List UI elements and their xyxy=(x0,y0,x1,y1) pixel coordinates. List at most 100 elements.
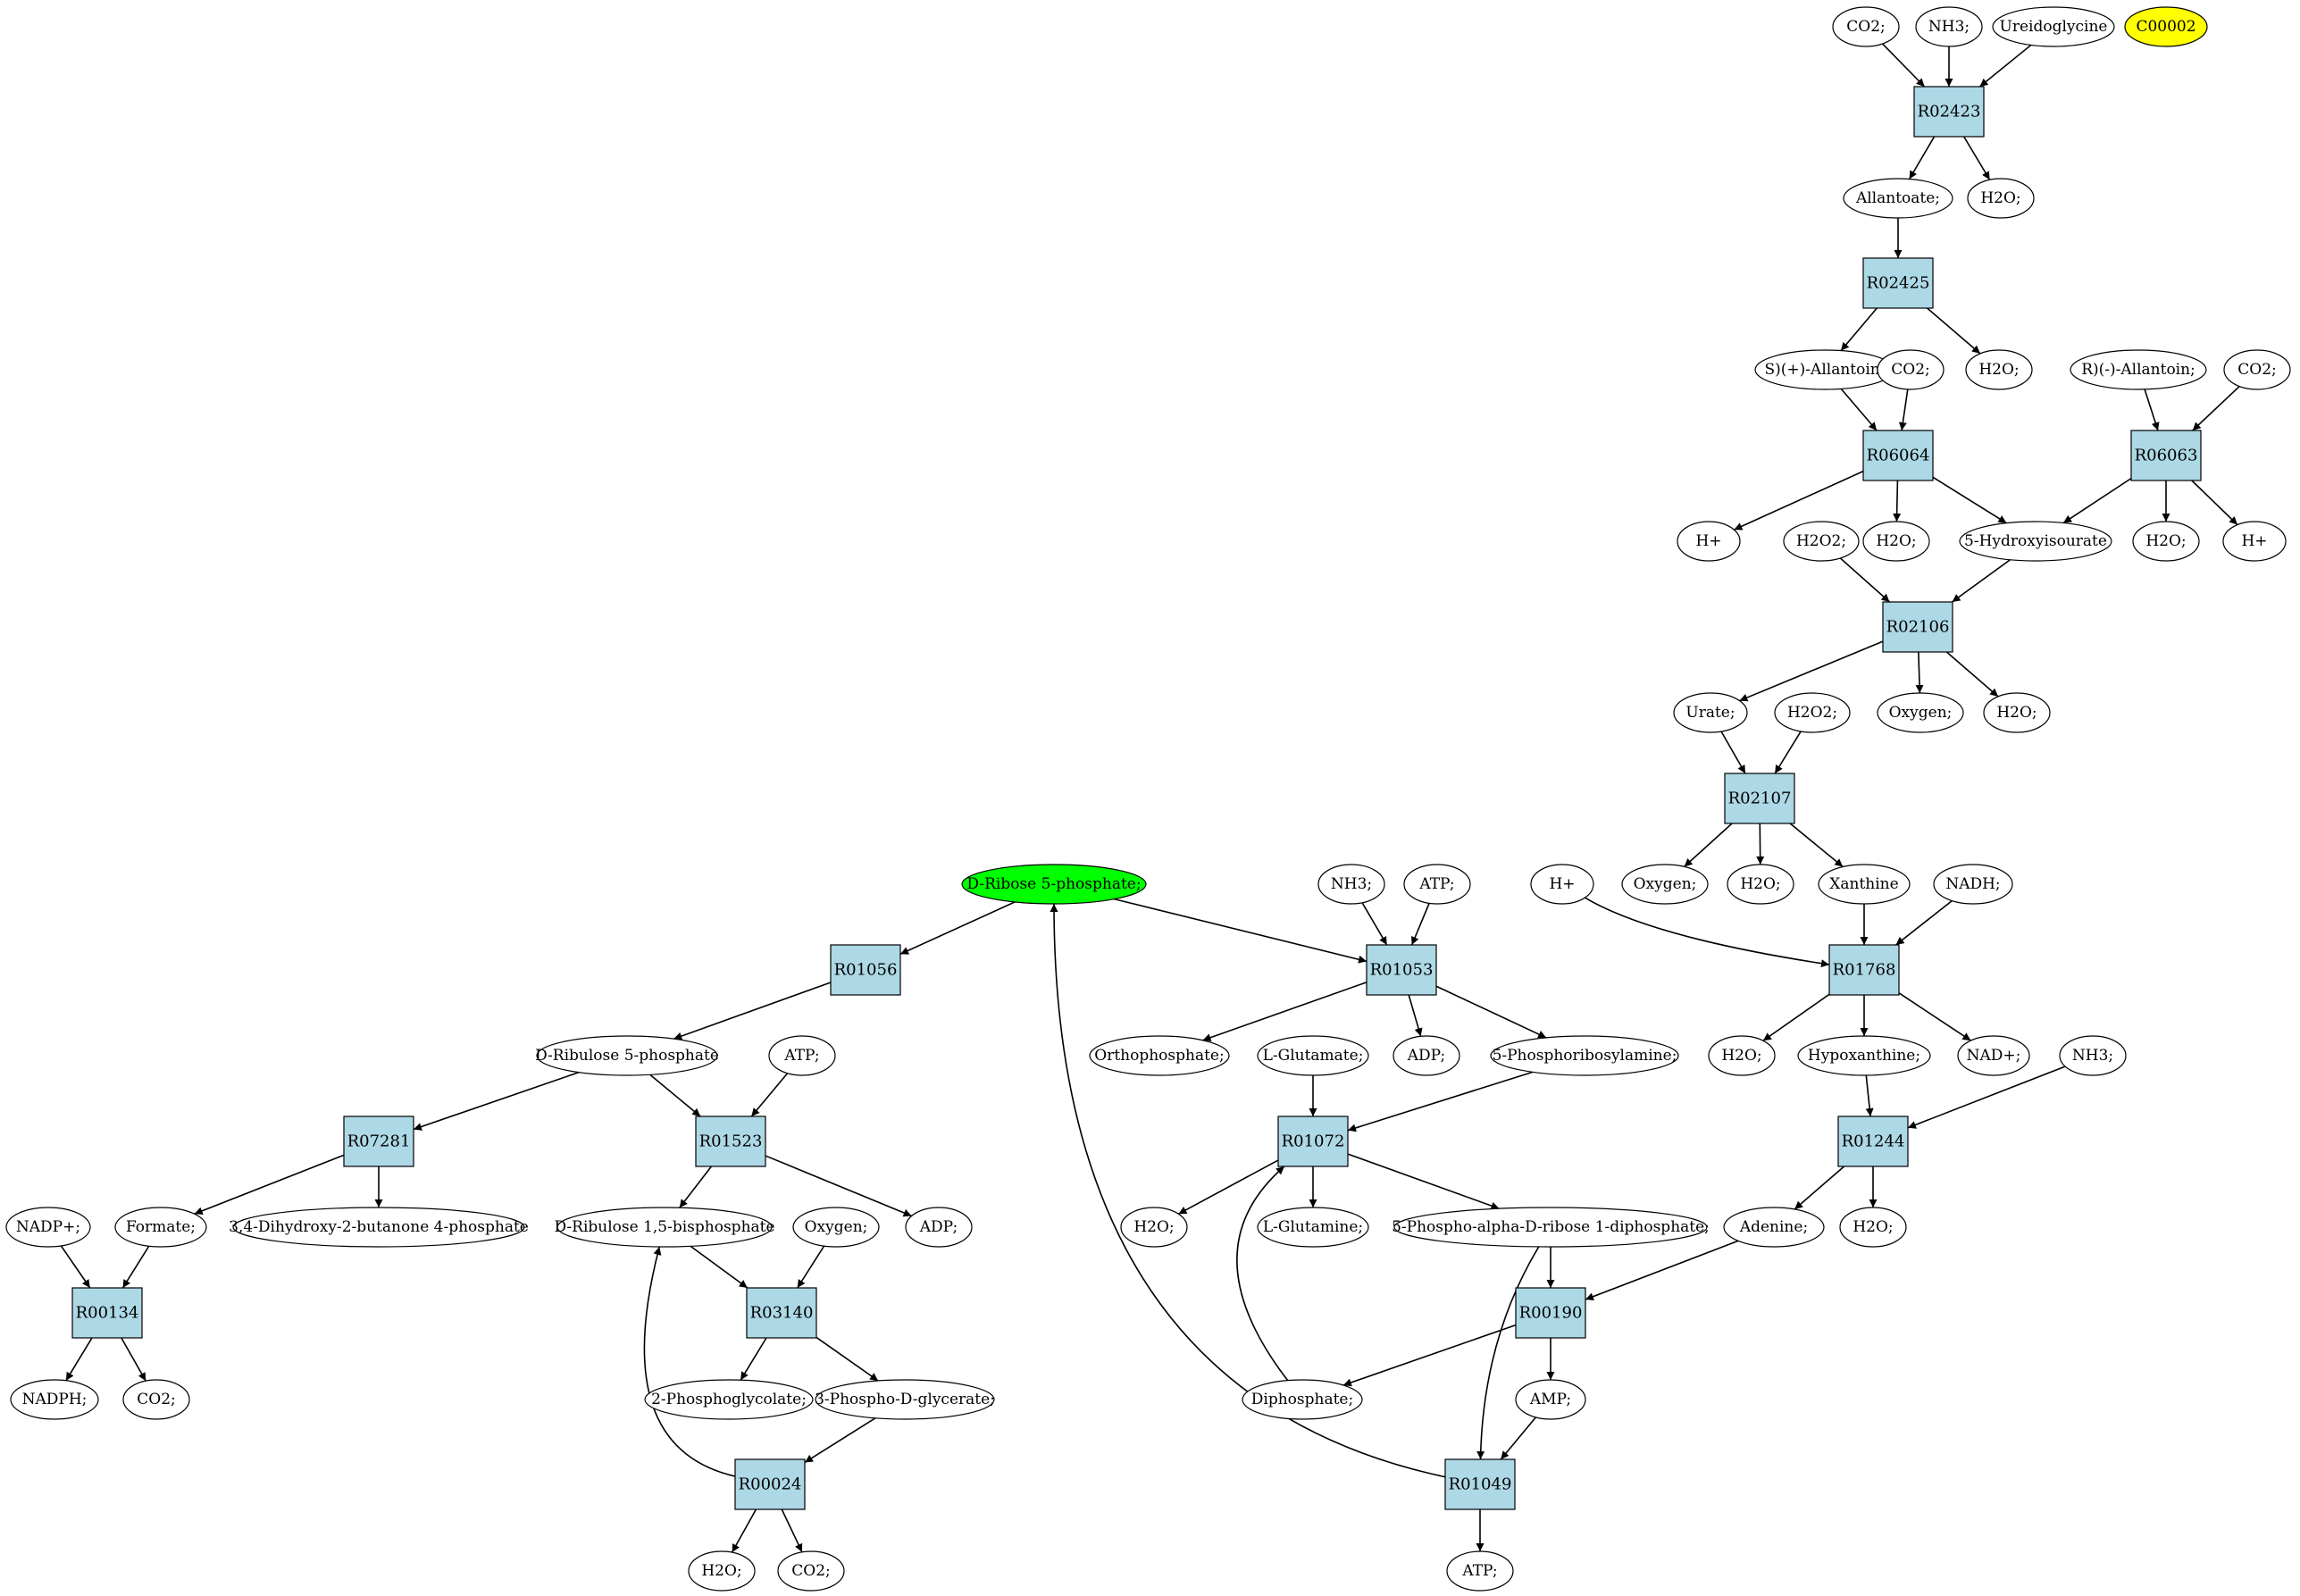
compound-node-nh3[interactable]: NH3; xyxy=(1317,864,1385,905)
edge-c-hypoxanthine-to-r01244 xyxy=(1865,1074,1874,1117)
compound-node-diphosphate[interactable]: Diphosphate; xyxy=(1242,1379,1363,1420)
compound-node-hypoxanthine[interactable]: Hypoxanthine; xyxy=(1797,1035,1931,1076)
reaction-node-r06063[interactable]: R06063 xyxy=(2130,430,2202,481)
compound-node-d-ribose-5-phosphate[interactable]: D-Ribose 5-phosphate; xyxy=(961,864,1147,905)
reaction-box xyxy=(343,1116,414,1167)
compound-node-xanthine[interactable]: Xanthine xyxy=(1818,864,1911,905)
edge-r01053-to-c-adp-1 xyxy=(1408,994,1423,1037)
compound-node-d-ribulose-5-phosphate[interactable]: D-Ribulose 5-phosphate xyxy=(535,1035,719,1076)
compound-node-ureidoglycine[interactable]: Ureidoglycine xyxy=(1992,6,2115,47)
compound-node-h2o2[interactable]: H2O2; xyxy=(1774,692,1851,733)
compound-node-h2o[interactable]: H2O; xyxy=(1967,178,2035,219)
node-label: CO2; xyxy=(791,1562,831,1580)
compound-node-allantoate[interactable]: Allantoate; xyxy=(1843,178,1953,219)
compound-node-h2o[interactable]: H2O; xyxy=(1727,864,1794,905)
compound-node-atp[interactable]: ATP; xyxy=(1403,864,1471,905)
compound-node-c00002[interactable]: C00002 xyxy=(2124,6,2208,47)
compound-node-co2[interactable]: CO2; xyxy=(1832,6,1900,47)
compound-node-co2[interactable]: CO2; xyxy=(122,1379,190,1420)
compound-node-oxygen[interactable]: Oxygen; xyxy=(1621,864,1709,905)
reaction-box xyxy=(1724,773,1795,824)
compound-node-l-glutamine[interactable]: L-Glutamine; xyxy=(1257,1207,1369,1248)
node-label: R06063 xyxy=(2135,447,2198,465)
compound-node-r-allantoin[interactable]: R)(-)-Allantoin; xyxy=(2070,349,2207,390)
edge-r00134-to-c-co2-4 xyxy=(121,1337,146,1382)
compound-node-h2o[interactable]: H2O; xyxy=(1708,1035,1776,1076)
compound-node-nadph[interactable]: NADPH; xyxy=(10,1379,99,1420)
edge-r06064-to-c-hydroxyisourate xyxy=(1932,476,2007,524)
compound-node-orthophosphate[interactable]: Orthophosphate; xyxy=(1089,1035,1230,1076)
compound-node-atp[interactable]: ATP; xyxy=(768,1035,836,1076)
compound-node-h2o[interactable]: H2O; xyxy=(1839,1207,1907,1248)
compound-node-2-phosphoglycolate[interactable]: 2-Phosphoglycolate; xyxy=(644,1379,814,1420)
compound-ellipse xyxy=(122,1379,190,1420)
compound-node-nh3[interactable]: NH3; xyxy=(2059,1035,2127,1076)
node-label: H2O; xyxy=(701,1562,741,1580)
compound-node-h[interactable]: H+ xyxy=(2222,521,2287,562)
compound-node-h2o[interactable]: H2O; xyxy=(688,1550,756,1592)
compound-node-formate[interactable]: Formate; xyxy=(114,1207,207,1248)
compound-node-nh3[interactable]: NH3; xyxy=(1915,6,1983,47)
reaction-node-r06064[interactable]: R06064 xyxy=(1862,430,1934,481)
edge-c-ribulose5p-to-r07281 xyxy=(413,1071,580,1131)
reaction-node-r02106[interactable]: R02106 xyxy=(1882,601,1953,653)
compound-node-nadp[interactable]: NADP+; xyxy=(5,1207,91,1248)
reaction-node-r01072[interactable]: R01072 xyxy=(1277,1116,1349,1167)
compound-node-5-phosphoribosylamine[interactable]: 5-Phosphoribosylamine; xyxy=(1490,1035,1679,1076)
reaction-node-r00134[interactable]: R00134 xyxy=(71,1287,143,1339)
compound-node-h2o[interactable]: H2O; xyxy=(1120,1207,1188,1248)
compound-node-oxygen[interactable]: Oxygen; xyxy=(792,1207,880,1248)
reaction-node-r01523[interactable]: R01523 xyxy=(695,1116,766,1167)
compound-node-nadh[interactable]: NADH; xyxy=(1933,864,2013,905)
compound-node-5-hydroxyisourate[interactable]: 5-Hydroxyisourate xyxy=(1959,521,2112,562)
compound-node-h2o[interactable]: H2O; xyxy=(2132,521,2200,562)
edge-r06064-to-c-h2o-3 xyxy=(1893,480,1902,522)
compound-node-h2o[interactable]: H2O; xyxy=(1983,692,2051,733)
reaction-node-r00024[interactable]: R00024 xyxy=(734,1458,806,1510)
reaction-node-r02423[interactable]: R02423 xyxy=(1913,86,1985,138)
node-label: D-Ribulose 1,5-bisphosphate xyxy=(554,1218,774,1236)
compound-node-urate[interactable]: Urate; xyxy=(1673,692,1748,733)
reaction-node-r01056[interactable]: R01056 xyxy=(830,944,901,996)
compound-node-co2[interactable]: CO2; xyxy=(1877,349,1945,390)
compound-ellipse xyxy=(815,1379,995,1420)
compound-node-3-phospho-d-glycerate[interactable]: 3-Phospho-D-glycerate; xyxy=(815,1379,995,1420)
compound-node-co2[interactable]: CO2; xyxy=(2223,349,2291,390)
node-label: Oxygen; xyxy=(1889,704,1953,722)
compound-node-atp[interactable]: ATP; xyxy=(1446,1550,1514,1592)
reaction-node-r00190[interactable]: R00190 xyxy=(1515,1287,1586,1339)
node-label: R02107 xyxy=(1728,790,1792,808)
reaction-box xyxy=(1913,86,1985,138)
compound-node-h2o[interactable]: H2O; xyxy=(1862,521,1930,562)
compound-node-h[interactable]: H+ xyxy=(1530,864,1594,905)
compound-node-adp[interactable]: ADP; xyxy=(1393,1035,1460,1076)
reaction-node-r03140[interactable]: R03140 xyxy=(746,1287,817,1339)
compound-node-h2o[interactable]: H2O; xyxy=(1965,349,2033,390)
reaction-node-r02107[interactable]: R02107 xyxy=(1724,773,1795,824)
compound-node-adenine[interactable]: Adenine; xyxy=(1723,1207,1825,1248)
compound-node-l-glutamate[interactable]: L-Glutamate; xyxy=(1257,1035,1369,1076)
compound-node-h[interactable]: H+ xyxy=(1677,521,1741,562)
edge-r01053-to-c-phosphoribosylamine xyxy=(1435,985,1547,1039)
edge-r00134-to-c-nadph xyxy=(65,1337,93,1382)
compound-node-adp[interactable]: ADP; xyxy=(905,1207,973,1248)
compound-node-amp[interactable]: AMP; xyxy=(1515,1379,1586,1420)
compound-node-oxygen[interactable]: Oxygen; xyxy=(1877,692,1964,733)
edge-c-adenine-to-r00190 xyxy=(1585,1240,1739,1300)
reaction-node-r01049[interactable]: R01049 xyxy=(1444,1458,1516,1510)
compound-node-nad[interactable]: NAD+; xyxy=(1957,1035,2030,1076)
compound-node-3-4-dihydroxy-2-butanone-4-phosphate[interactable]: 3,4-Dihydroxy-2-butanone 4-phosphate xyxy=(229,1207,529,1248)
compound-node-s-allantoin[interactable]: S)(+)-Allantoin; xyxy=(1754,349,1895,390)
compound-node-5-phospho-alpha-d-ribose-1-diphosphate[interactable]: 5-Phospho-alpha-D-ribose 1-diphosphate; xyxy=(1392,1207,1710,1248)
compound-node-co2[interactable]: CO2; xyxy=(777,1550,845,1592)
reaction-node-r01244[interactable]: R01244 xyxy=(1837,1116,1909,1167)
edge-r02423-to-c-h2o-1 xyxy=(1963,136,1991,180)
compound-node-h2o2[interactable]: H2O2; xyxy=(1783,521,1860,562)
compound-node-d-ribulose-1-5-bisphosphate[interactable]: D-Ribulose 1,5-bisphosphate xyxy=(554,1207,775,1248)
reaction-node-r07281[interactable]: R07281 xyxy=(343,1116,414,1167)
reaction-node-r01768[interactable]: R01768 xyxy=(1828,944,1900,996)
reaction-node-r01053[interactable]: R01053 xyxy=(1366,944,1437,996)
compound-ellipse xyxy=(1317,864,1385,905)
reaction-node-r02425[interactable]: R02425 xyxy=(1862,257,1934,309)
node-label: H2O2; xyxy=(1787,704,1837,722)
